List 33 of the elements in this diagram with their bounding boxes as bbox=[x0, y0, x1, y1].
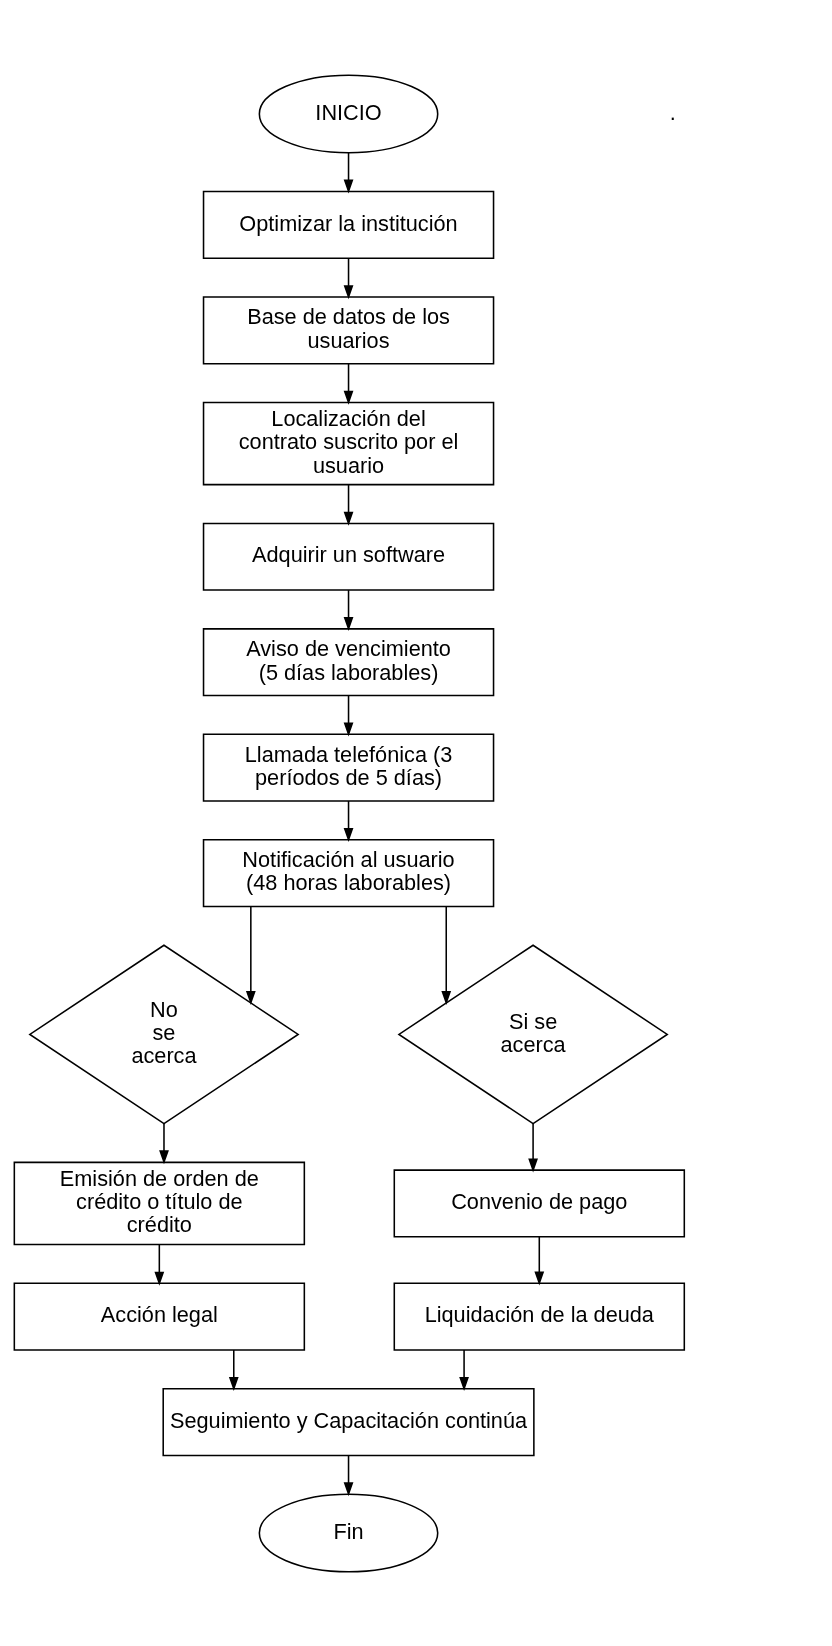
arrow bbox=[343, 1454, 354, 1496]
arrow bbox=[343, 588, 354, 631]
arrow bbox=[534, 1235, 545, 1285]
arrow bbox=[245, 905, 256, 1005]
arrow bbox=[343, 799, 354, 842]
arrow bbox=[159, 1122, 169, 1164]
arrow bbox=[343, 256, 354, 299]
node-box: Llamada telefónica (3 períodos de 5 días) bbox=[202, 733, 495, 802]
arrow bbox=[343, 151, 354, 193]
node-box: Aviso de vencimiento (5 días laborables) bbox=[202, 627, 495, 696]
arrow bbox=[459, 1348, 469, 1391]
arrow bbox=[228, 1348, 239, 1391]
node-diamond: No se acerca bbox=[28, 943, 300, 1125]
node-box: Notificación al usuario (48 horas laborables) bbox=[202, 838, 495, 907]
node-diamond: Si se acerca bbox=[397, 943, 669, 1125]
arrow bbox=[441, 905, 452, 1005]
arrow bbox=[343, 362, 354, 405]
node-box: Convenio de pago bbox=[393, 1168, 686, 1238]
node-box: Seguimiento y Capacitación continúa bbox=[162, 1387, 535, 1456]
node-box: Localización del contrato suscrito por el usuario bbox=[202, 401, 495, 485]
arrow bbox=[343, 483, 354, 526]
node-box: Base de datos de los usuarios bbox=[202, 295, 495, 364]
arrow bbox=[343, 694, 354, 736]
node-box: Acción legal bbox=[13, 1282, 306, 1351]
node-box: Liquidación de la deuda bbox=[393, 1282, 686, 1351]
node-box: Emisión de orden de crédito o título de crédito bbox=[13, 1161, 306, 1245]
node-box: Adquirir un software bbox=[202, 522, 495, 591]
node-ellipse: Fin bbox=[258, 1492, 439, 1573]
label: . bbox=[669, 99, 676, 125]
arrow bbox=[154, 1243, 165, 1286]
arrow bbox=[528, 1122, 538, 1172]
node-ellipse: INICIO bbox=[258, 73, 439, 154]
node-box: Optimizar la institución bbox=[202, 190, 495, 259]
